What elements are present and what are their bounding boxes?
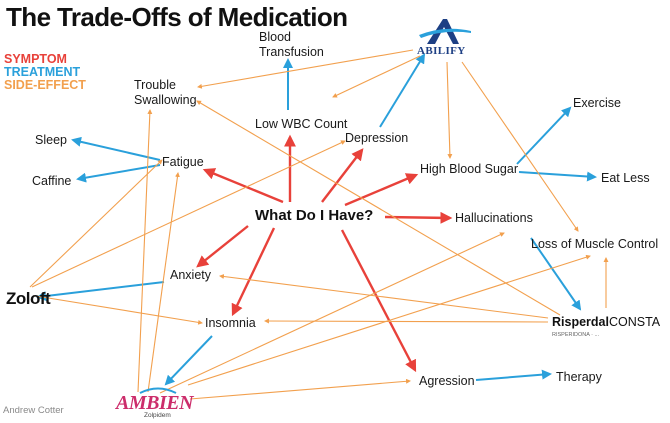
node-hallucinations: Hallucinations — [455, 211, 533, 225]
ambien-arc-icon — [139, 387, 177, 394]
treatment-depression-to-abilify-arrow — [379, 53, 426, 128]
treatment-agression-to-therapy-arrow — [475, 369, 552, 381]
symptom-to-high-blood-sugar-arrow — [344, 173, 419, 207]
node-caffine: Caffine — [32, 174, 72, 188]
node-therapy: Therapy — [556, 370, 602, 384]
side-effect-ambien-to-agression-arrow — [189, 378, 411, 400]
node-depression: Depression — [345, 131, 409, 145]
node-loss-of-muscle-control: Loss of Muscle Control — [531, 237, 659, 251]
node-fatigue: Fatigue — [162, 155, 204, 169]
node-exercise: Exercise — [573, 96, 621, 110]
side-effect-abilify-to-high-blood-sugar-arrow — [446, 61, 453, 159]
side-effect-ambien-to-fatigue-arrow — [147, 172, 180, 393]
side-effect-zoloft-to-insomnia-arrow — [35, 295, 203, 325]
treatment-insomnia-to-ambien-arrow — [164, 335, 213, 386]
node-eat-less: Eat Less — [601, 171, 650, 185]
page-title: The Trade-Offs of Medication — [6, 2, 348, 32]
ambien-subtitle: Zolpidem — [144, 412, 171, 419]
node-insomnia: Insomnia — [205, 316, 256, 330]
side-effect-ambien-to-muscle-control-arrow — [187, 254, 591, 386]
side-effect-zoloft-to-fatigue-arrow — [29, 159, 163, 288]
node-blood-transfusion-line2: Transfusion — [259, 45, 324, 59]
treatment-fatigue-to-caffine-arrow — [76, 164, 161, 183]
treatment-blood-sugar-to-eat-less-arrow — [518, 171, 597, 182]
side-effect-risperdal-to-trouble-swallowing-arrow — [196, 100, 561, 316]
side-effect-abilify-to-low-wbc-arrow — [332, 55, 421, 98]
node-anxiety: Anxiety — [170, 268, 211, 282]
side-effect-abilify-to-muscle-control-arrow — [461, 61, 579, 232]
side-effect-abilify-to-trouble-swallowing-arrow — [197, 49, 414, 89]
treatment-fatigue-to-sleep-arrow — [71, 136, 161, 161]
side-effect-risperdal-to-insomnia-arrow — [264, 318, 549, 324]
author-credit: Andrew Cotter — [3, 405, 64, 416]
node-trouble-swallowing-line2: Swallowing — [134, 93, 197, 107]
node-low-wbc-count: Low WBC Count — [255, 117, 348, 131]
symptom-to-hallucinations-arrow — [384, 211, 453, 224]
side-effect-ambien-to-trouble-swallowing-arrow — [137, 109, 153, 393]
zoloft-logo: Zoloft — [6, 289, 51, 308]
ambien-logo: AMBIEN Zolpidem — [116, 387, 194, 419]
symptom-to-insomnia-arrow — [231, 227, 276, 317]
risperdal-wordmark: Risperdal — [552, 315, 609, 329]
treatment-anxiety-to-zoloft-arrow — [36, 281, 165, 302]
risperdal-subtitle: RISPERIDONA · ... — [552, 332, 600, 338]
side-effect-zoloft-to-depression-arrow — [31, 140, 346, 288]
abilify-logo-triangle-icon — [419, 19, 471, 44]
treatment-blood-sugar-to-exercise-arrow — [516, 106, 572, 165]
treatment-hallucinations-to-risperdal-arrow — [530, 237, 582, 311]
symptom-to-anxiety-arrow — [196, 225, 249, 268]
legend-symptom: SYMPTOM — [4, 52, 67, 66]
consta-wordmark: CONSTA — [608, 315, 661, 329]
abilify-wordmark: ABILIFY — [417, 45, 466, 57]
ambien-wordmark: AMBIEN — [116, 392, 194, 414]
node-blood-transfusion-line1: Blood — [259, 30, 291, 44]
side-effect-risperdal-to-anxiety-arrow — [219, 274, 549, 319]
abilify-logo: ABILIFY — [415, 17, 473, 67]
risperdal-consta-logo: RisperdalCONSTA RISPERIDONA · ... — [552, 313, 660, 338]
legend-treatment: TREATMENT — [4, 65, 81, 79]
legend-side-effect: SIDE-EFFECT — [4, 78, 86, 92]
node-sleep: Sleep — [35, 133, 67, 147]
symptom-to-depression-arrow — [321, 148, 364, 203]
symptom-to-fatigue-arrow — [202, 168, 284, 204]
node-what-do-i-have: What Do I Have? — [255, 207, 374, 224]
side-effect-ambien-to-hallucinations-arrow — [159, 232, 505, 394]
node-agression: Agression — [419, 374, 475, 388]
node-trouble-swallowing-line1: Trouble — [134, 78, 176, 92]
node-high-blood-sugar: High Blood Sugar — [420, 162, 518, 176]
symptom-to-agression-arrow — [340, 229, 417, 373]
